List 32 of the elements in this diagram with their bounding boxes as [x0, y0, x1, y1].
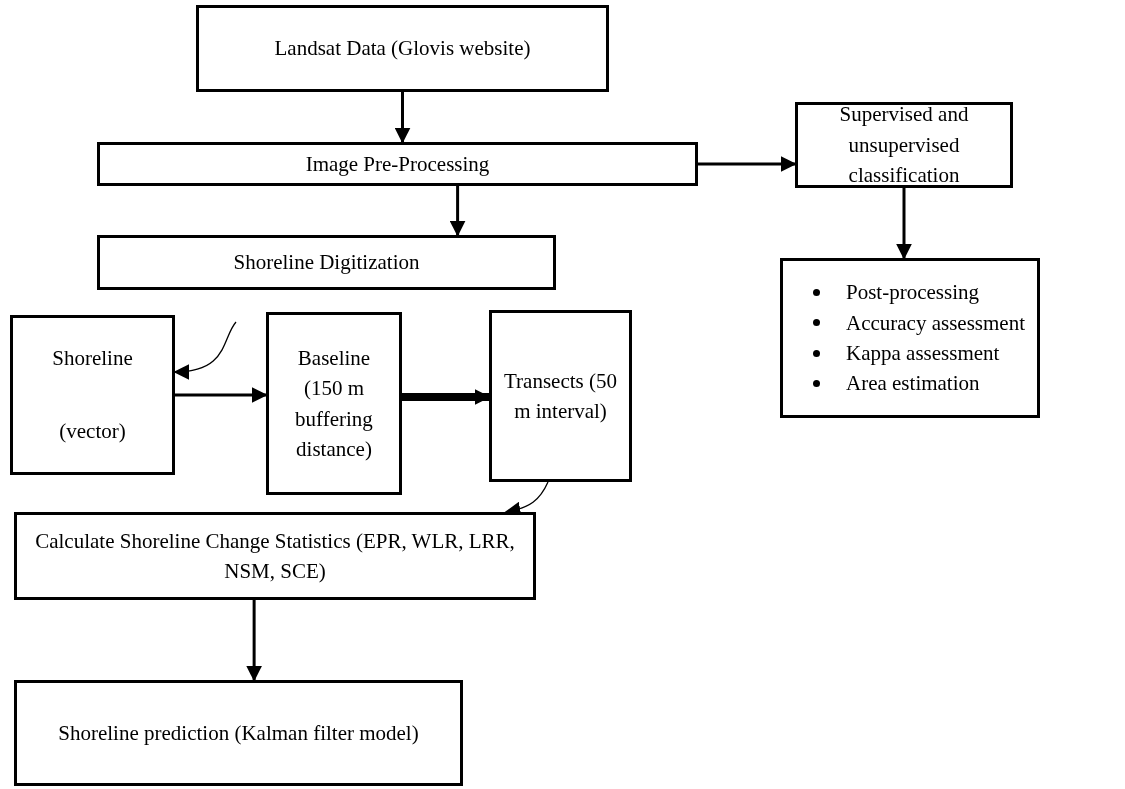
arrow [173, 321, 237, 380]
process-box [14, 512, 536, 600]
arrow [175, 387, 268, 403]
list-item: Post-processing [846, 279, 979, 307]
list-box [780, 258, 1040, 418]
box-text: Transects (50 m interval) [503, 367, 618, 425]
box-text: Shoreline prediction (Kalman filter model) [58, 719, 419, 747]
arrow [402, 389, 491, 405]
box-text: Image Pre-Processing [305, 150, 490, 178]
process-box [266, 312, 402, 495]
arrow [698, 156, 797, 172]
process-box [196, 5, 609, 92]
box-text: Shoreline [52, 345, 133, 373]
box-text: Shoreline Digitization [233, 249, 420, 277]
box-text: (vector) [59, 418, 126, 446]
process-box [14, 680, 463, 786]
process-box [795, 102, 1013, 188]
box-text: Calculate Shoreline Change Statistics (EPR, WLR, LRR, NSM, SCE) [34, 527, 516, 585]
box-text: Baseline (150 m buffering distance) [294, 344, 374, 463]
process-box [10, 315, 175, 475]
process-box [489, 310, 632, 482]
process-box [97, 142, 698, 186]
arrow [896, 188, 912, 260]
list-item: Accuracy assessment [846, 309, 1025, 337]
process-box [97, 235, 556, 290]
box-text: Landsat Data (Glovis website) [274, 35, 531, 63]
arrow [394, 92, 411, 144]
arrow [449, 186, 466, 237]
arrow [246, 600, 263, 682]
box-text: Supervised and unsupervised classification [838, 101, 970, 190]
list-item: Area estimation [846, 370, 980, 398]
list-item: Kappa assessment [846, 340, 1000, 367]
